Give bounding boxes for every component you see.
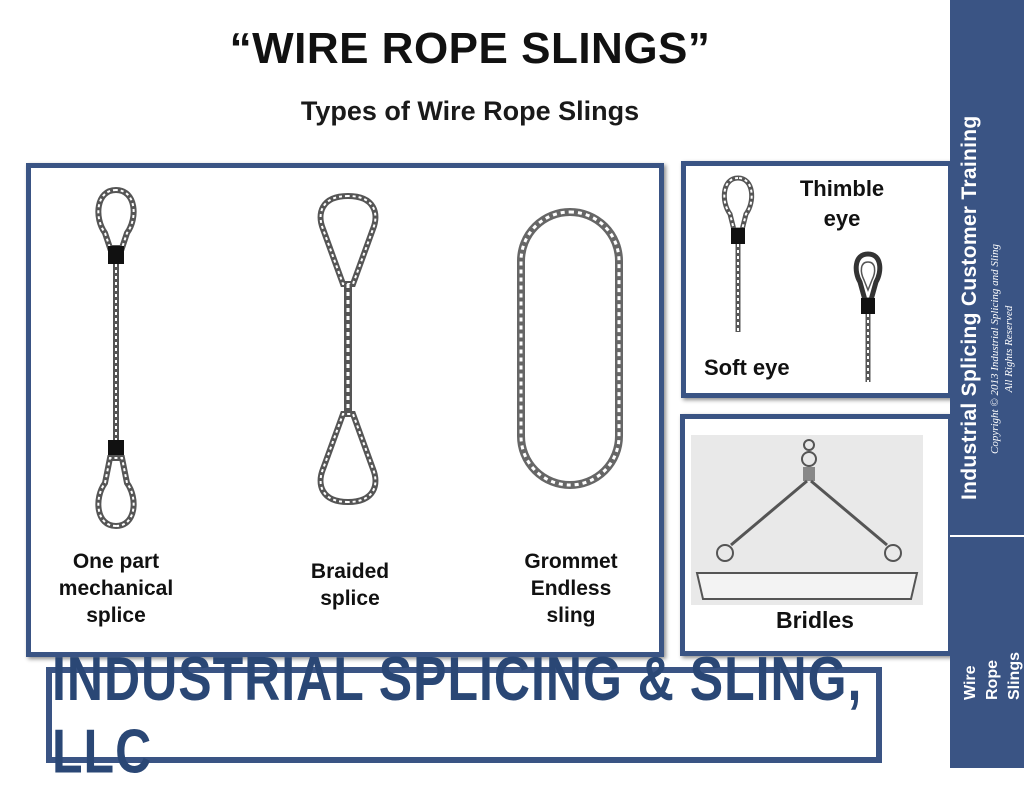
copyright-line: Copyright © 2013 Industrial Splicing and… <box>989 243 1001 454</box>
company-logo-text: INDUSTRIAL SPLICING & SLING, LLC <box>52 643 863 787</box>
slide-title: “WIRE ROPE SLINGS” <box>229 24 711 73</box>
sidebar-section-label: Wire Rope Slings Types <box>962 651 1023 700</box>
mechanical-splice-label: One part mechanical splice <box>58 550 174 627</box>
bridles-panel: Bridles <box>680 414 953 656</box>
main-slings-panel: One part mechanical splice Braided splic… <box>26 163 664 657</box>
company-logo: INDUSTRIAL SPLICING & SLING, LLC <box>46 644 882 786</box>
soft-eye-label: Soft eye <box>704 355 790 380</box>
soft-eye-sling-image <box>721 175 755 332</box>
right-sidebar <box>950 0 1024 768</box>
sidebar-divider <box>950 535 1024 537</box>
grommet-sling-label: Grommet Endless sling <box>524 550 618 627</box>
braided-splice-sling-image <box>317 192 379 506</box>
grommet-sling-image <box>517 208 623 489</box>
thimble-eye-label: Thimble eye <box>799 176 885 231</box>
slide-subtitle: Types of Wire Rope Slings <box>300 96 640 126</box>
sidebar-copyright: Copyright © 2013 Industrial Splicing and… <box>988 244 1016 454</box>
thimble-eye-sling-image <box>853 251 883 382</box>
bridles-label: Bridles <box>776 607 854 633</box>
eye-types-panel: Thimble eye Soft eye <box>681 161 953 398</box>
sidebar-title: Industrial Splicing Customer Training <box>958 115 981 500</box>
bridle-sling-image <box>691 435 923 605</box>
rights-line: All Rights Reserved <box>1003 305 1015 393</box>
braided-splice-label: Braided splice <box>310 560 390 610</box>
mechanical-splice-sling-image <box>95 186 137 530</box>
